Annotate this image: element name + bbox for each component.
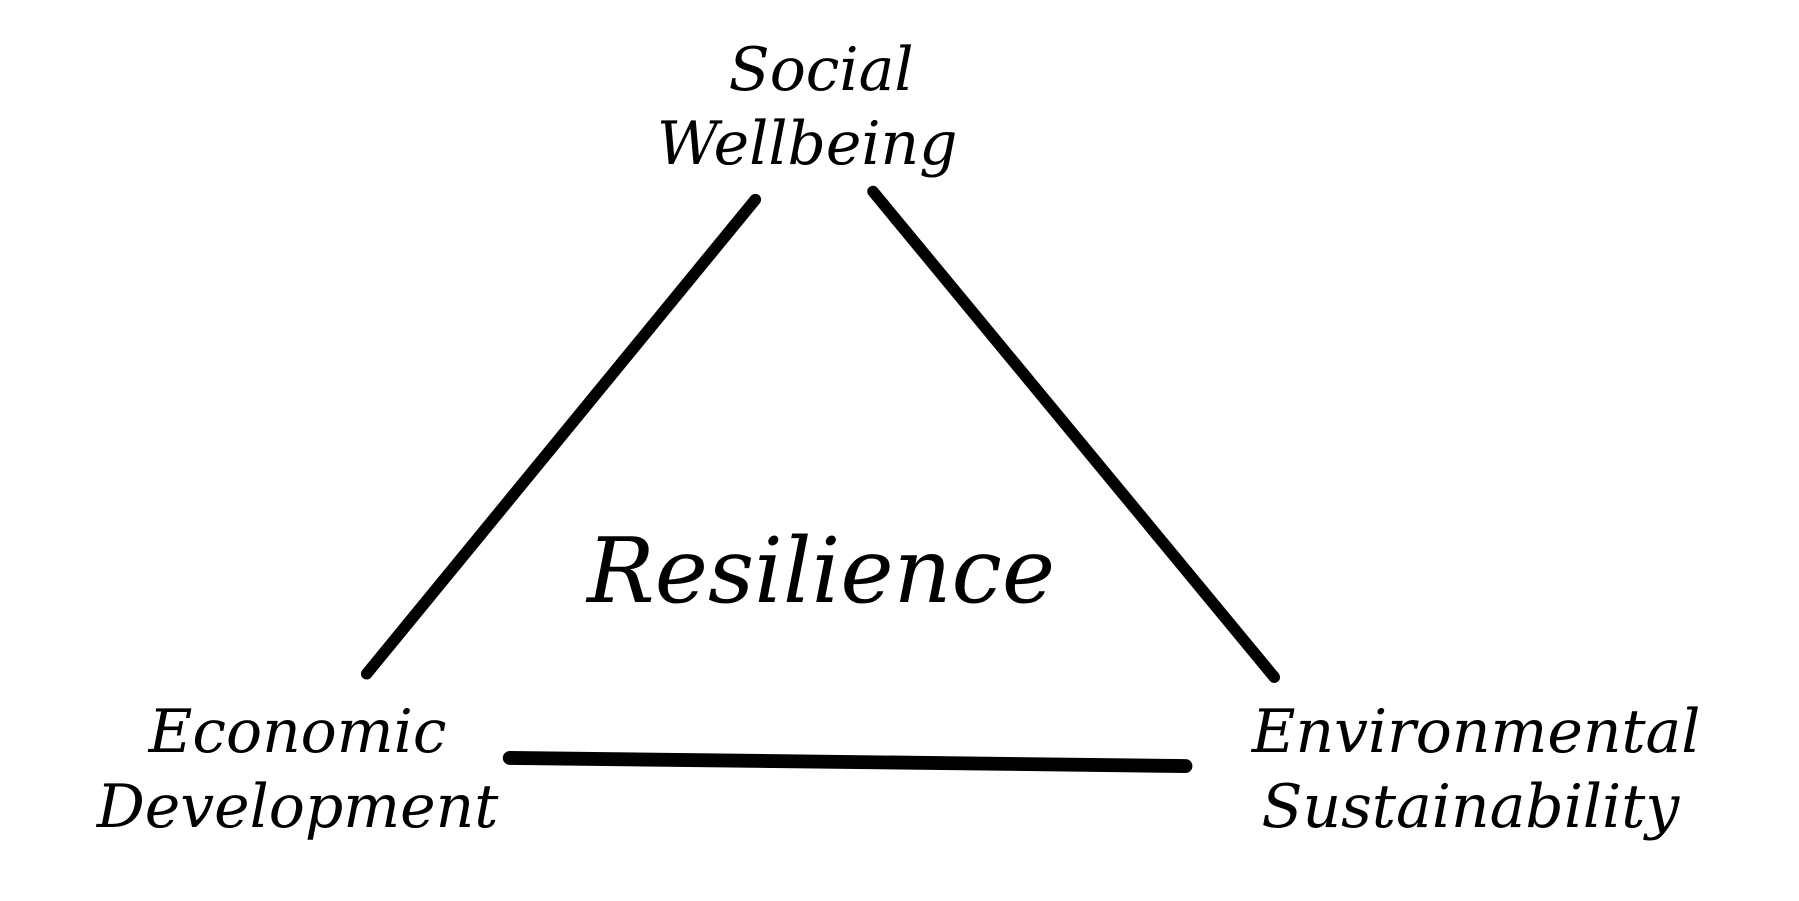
edge-social-environmental [867, 185, 1281, 683]
node-environmental-line1: Environmental [1251, 697, 1701, 767]
center-label: Resilience [585, 519, 1055, 624]
edge-economic-environmental [502, 751, 1193, 773]
edge-social-economic [360, 193, 762, 680]
node-economic-line2: Development [96, 772, 500, 842]
node-economic-line1: Economic [148, 697, 447, 767]
node-social-line1: Social [729, 35, 914, 105]
node-social-line2: Wellbeing [657, 109, 958, 179]
node-environmental-line2: Sustainability [1261, 772, 1680, 842]
